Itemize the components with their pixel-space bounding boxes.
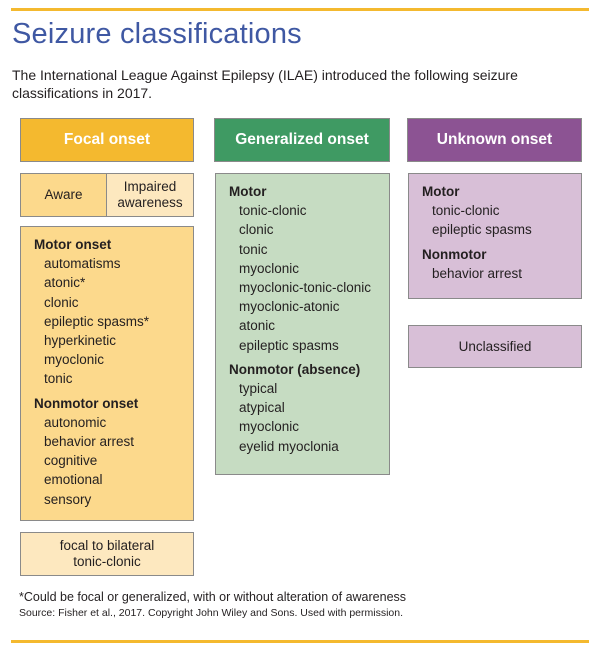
list-item: autonomic [44, 414, 107, 430]
unknown-list-box: Motor tonic-clonic epileptic spasms Nonm… [408, 173, 582, 299]
list-item: emotional [44, 472, 103, 488]
generalized-list-box: Motor tonic-clonic clonic tonic myocloni… [215, 173, 390, 475]
group-label: Nonmotor [422, 246, 487, 262]
focal-onset-header: Focal onset [20, 118, 194, 162]
list-item: myoclonic [239, 260, 300, 276]
list-item: myoclonic-atonic [239, 299, 340, 315]
source-citation: Source: Fisher et al., 2017. Copyright J… [19, 607, 404, 619]
list-item: myoclonic [239, 419, 300, 435]
list-item: automatisms [44, 256, 121, 272]
list-item: epileptic spasms [239, 337, 339, 353]
bilateral-line-2: tonic-clonic [73, 554, 141, 569]
group-label: Nonmotor (absence) [229, 361, 361, 377]
generalized-onset-header: Generalized onset [214, 118, 390, 162]
list-item: tonic-clonic [239, 203, 307, 219]
list-item: tonic-clonic [432, 203, 500, 219]
list-item: sensory [44, 491, 92, 507]
bottom-rule [11, 640, 589, 643]
list-item: myoclonic-tonic-clonic [239, 280, 372, 296]
page-title: Seizure classifications [12, 18, 302, 50]
top-rule [11, 8, 589, 11]
list-item: epileptic spasms [432, 222, 532, 238]
group-label: Motor [422, 184, 460, 199]
list-item: myoclonic [44, 352, 105, 368]
unknown-onset-header: Unknown onset [407, 118, 582, 162]
list-item: cognitive [44, 453, 98, 469]
list-item: clonic [44, 294, 79, 310]
group-label: Motor [229, 184, 267, 199]
list-item: atonic [239, 318, 276, 334]
group-label: Motor onset [34, 237, 112, 252]
aware-box: Aware [20, 173, 107, 217]
group-label: Nonmotor onset [34, 395, 139, 411]
footnote: *Could be focal or generalized, with or … [19, 590, 407, 604]
list-item: atonic* [44, 275, 86, 291]
bilateral-line-1: focal to bilateral [59, 538, 155, 553]
list-item: eyelid myoclonia [239, 438, 339, 454]
list-item: typical [239, 381, 278, 397]
unclassified-box: Unclassified [408, 325, 582, 368]
list-item: hyperkinetic [44, 333, 117, 349]
list-item: atypical [239, 400, 285, 416]
list-item: tonic [239, 241, 268, 257]
list-item: clonic [239, 222, 274, 238]
list-item: tonic [44, 371, 73, 387]
list-item: behavior arrest [44, 434, 135, 450]
impaired-awareness-box: Impaired awareness [106, 173, 194, 217]
focal-list-box: Motor onset automatisms atonic* clonic e… [20, 226, 194, 521]
focal-to-bilateral-box: focal to bilateral tonic-clonic [20, 532, 194, 576]
list-item: epileptic spasms* [44, 313, 150, 329]
list-item: behavior arrest [432, 265, 523, 281]
intro-text: The International League Against Epileps… [12, 67, 518, 101]
